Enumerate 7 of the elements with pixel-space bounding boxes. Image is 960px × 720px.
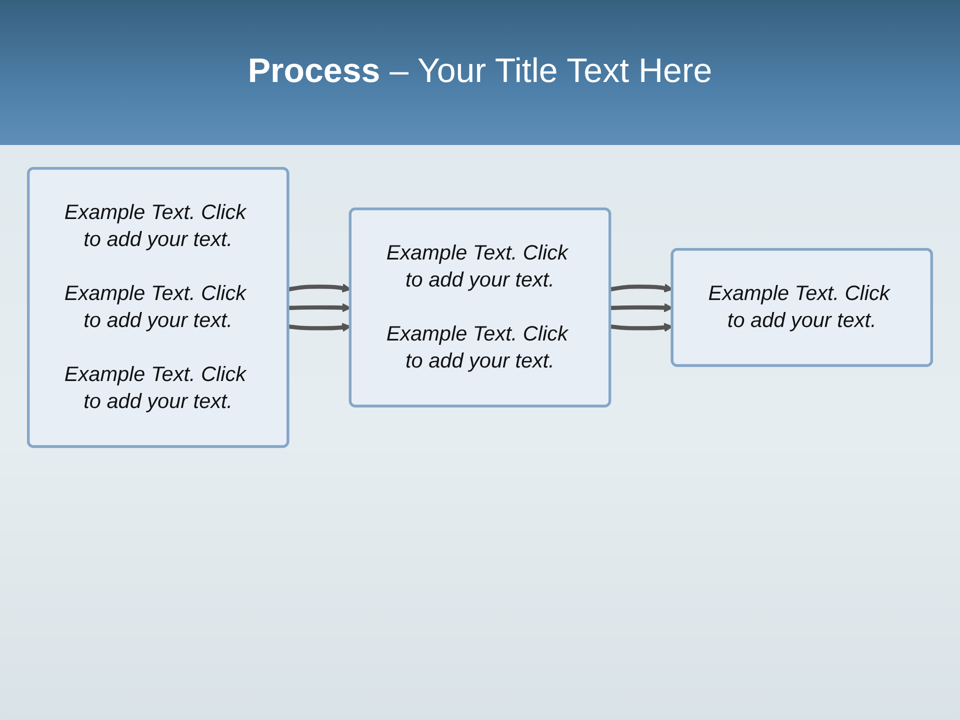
slide-title: Process – Your Title Text Here	[246, 52, 714, 91]
process-box	[348, 208, 612, 408]
process-box	[670, 248, 933, 367]
body-text: Example Text. Click to add your text. Example Text. Click to add your text.	[385, 241, 570, 375]
process-box	[27, 167, 290, 448]
body-text: Example Text. Click to add your text. Example Text. Click to add your text. Example Text. Click to add your text.	[63, 200, 248, 416]
body-text: Example Text. Click to add your text.	[707, 282, 892, 334]
